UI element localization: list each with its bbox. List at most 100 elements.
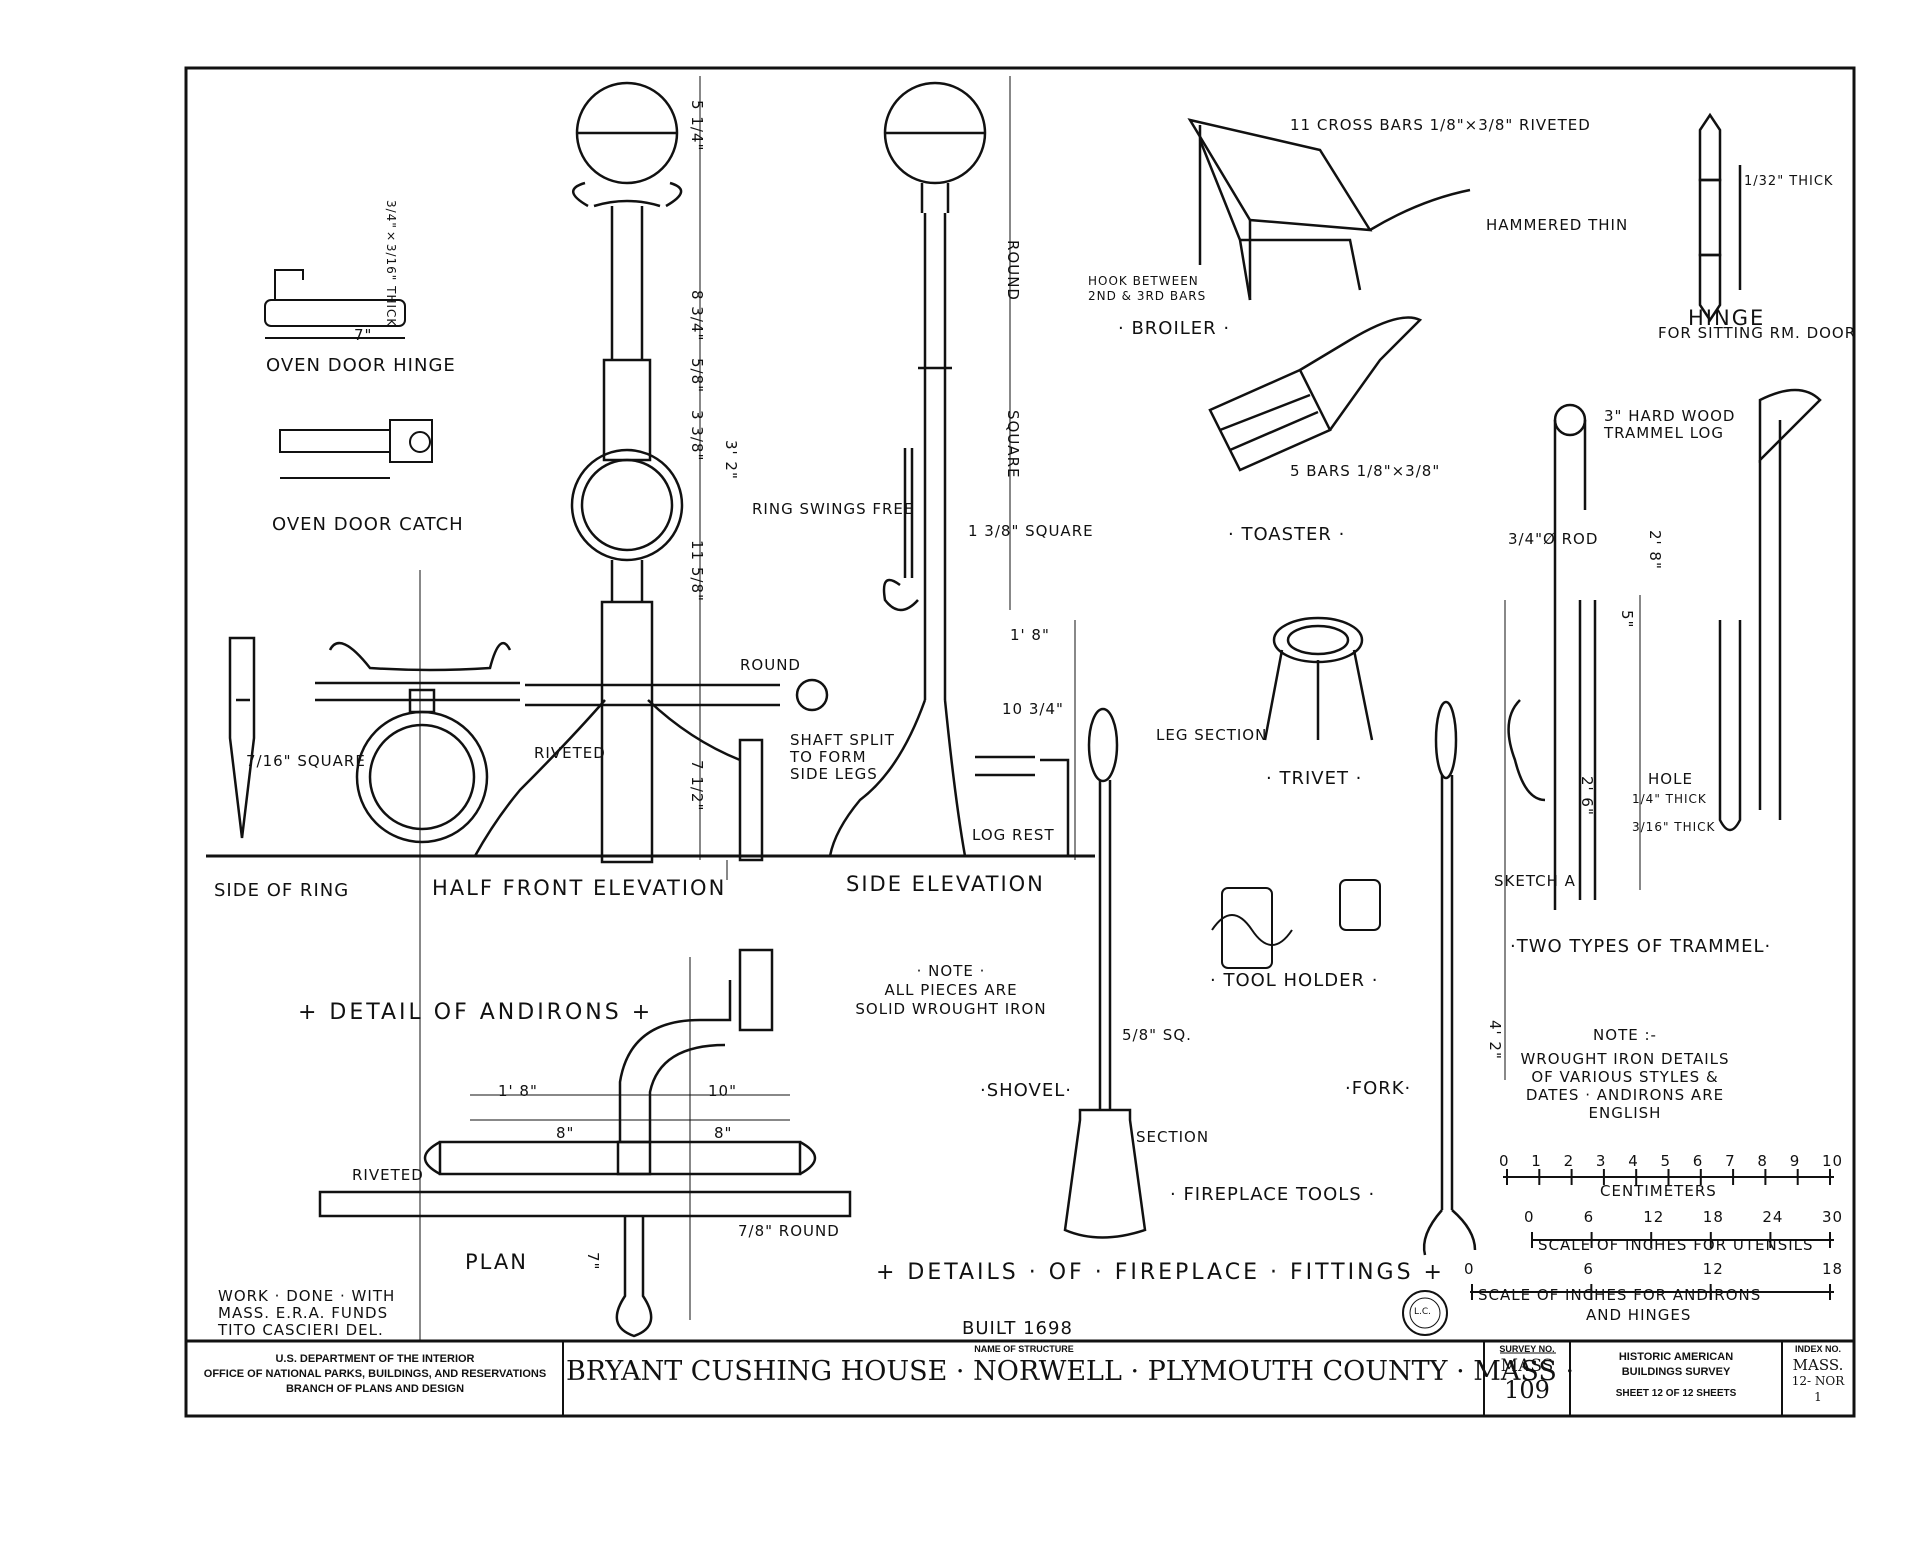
fork-drawing bbox=[1422, 700, 1477, 1256]
index-number: 1 bbox=[1814, 1390, 1822, 1404]
oven-door-hinge-drawing bbox=[264, 269, 406, 339]
note-line: ALL PIECES ARE bbox=[884, 981, 1018, 999]
scale-tick-label: 6 bbox=[1583, 1260, 1594, 1278]
scale-tick-label: 0 bbox=[1524, 1208, 1535, 1226]
annotation-ring-swings-free: RING SWINGS FREE bbox=[752, 500, 915, 518]
label-details-of-fireplace-fittings: + DETAILS · OF · FIREPLACE · FITTINGS + bbox=[876, 1260, 1445, 1285]
tool-holder-drawing bbox=[1211, 879, 1381, 969]
scale-tick-label: 30 bbox=[1822, 1208, 1844, 1226]
annotation-thick-3-16: 3/16" THICK bbox=[1632, 820, 1716, 834]
note-line: SOLID WROUGHT IRON bbox=[855, 1000, 1047, 1018]
dimension-label: 8" bbox=[714, 1124, 733, 1142]
scale-tick-label: 9 bbox=[1789, 1152, 1801, 1170]
sheet-number: SHEET 12 OF 12 SHEETS bbox=[1615, 1388, 1737, 1399]
dimension-label: 2' 6" bbox=[1578, 776, 1596, 816]
dimension-label: 5/8" bbox=[688, 358, 706, 394]
structure-name: BRYANT CUSHING HOUSE · NORWELL · PLYMOUT… bbox=[566, 1356, 1575, 1387]
label-oven-door-hinge: OVEN DOOR HINGE bbox=[266, 355, 456, 376]
dimension-label: 1' 8" bbox=[498, 1082, 538, 1100]
label-two-types-of-trammel: ·TWO TYPES OF TRAMMEL· bbox=[1510, 936, 1772, 957]
note-title: · NOTE · bbox=[916, 962, 986, 980]
annotation-hinge-thick: 1/32" THICK bbox=[1744, 174, 1834, 189]
label-shovel: ·SHOVEL· bbox=[980, 1080, 1072, 1101]
survey-state: MASS bbox=[1500, 1356, 1554, 1376]
andiron-scale-label: SCALE OF INCHES FOR ANDIRONS bbox=[1478, 1286, 1762, 1304]
scale-tick-label: 18 bbox=[1702, 1208, 1724, 1226]
dimension-label: 5" bbox=[1618, 610, 1636, 629]
annotation-sq-5-8: 5/8" SQ. bbox=[1122, 1026, 1192, 1044]
scale-tick-label: 12 bbox=[1702, 1260, 1724, 1278]
note-wrought-iron-details: NOTE :- WROUGHT IRON DETAILS OF VARIOUS … bbox=[1520, 1026, 1730, 1122]
index-county: 12- NOR bbox=[1791, 1374, 1845, 1388]
annotation-hook-between: HOOK BETWEEN 2ND & 3RD BARS bbox=[1088, 274, 1207, 303]
annotation-hole: HOLE bbox=[1648, 770, 1693, 788]
note-line: OF VARIOUS STYLES & bbox=[1531, 1068, 1719, 1086]
dimension-label: 3 3/8" bbox=[688, 410, 706, 462]
credit-line: TITO CASCIERI DEL. bbox=[218, 1321, 384, 1339]
name-of-structure-caption: NAME OF STRUCTURE bbox=[974, 1344, 1074, 1354]
annotation-five-bars: 5 BARS 1/8"×3/8" bbox=[1290, 462, 1441, 480]
annotation-thick-1-4: 1/4" THICK bbox=[1632, 792, 1707, 806]
stamp-text: L.C. bbox=[1414, 1307, 1432, 1317]
survey-number-caption: SURVEY NO. bbox=[1499, 1344, 1555, 1354]
dimension-label: 11 5/8" bbox=[688, 540, 706, 602]
label-hinge-sub: FOR SITTING RM. DOOR bbox=[1658, 324, 1857, 342]
dimension-lines bbox=[419, 76, 1641, 1340]
label-oven-door-catch: OVEN DOOR CATCH bbox=[272, 514, 464, 535]
andiron-scale-label-2: AND HINGES bbox=[1586, 1306, 1692, 1324]
label-sketch-a: SKETCH A bbox=[1494, 872, 1576, 890]
dimension-label: 2' 8" bbox=[1646, 530, 1664, 570]
annotation-round-vertical: ROUND bbox=[1004, 240, 1022, 301]
dimension-label: 7" bbox=[584, 1252, 602, 1271]
ring-detail-drawing bbox=[315, 641, 520, 844]
scale-tick-label: 10 bbox=[1822, 1152, 1844, 1170]
annotation-square-1-3-8: 1 3/8" SQUARE bbox=[968, 522, 1094, 540]
habs-line: BUILDINGS SURVEY bbox=[1621, 1366, 1731, 1378]
annotation-eleven-cross-bars: 11 CROSS BARS 1/8"×3/8" RIVETED bbox=[1290, 116, 1591, 134]
credits: WORK · DONE · WITH MASS. E.R.A. FUNDS TI… bbox=[218, 1288, 395, 1339]
note-line: ENGLISH bbox=[1588, 1104, 1662, 1122]
agency-line: BRANCH OF PLANS AND DESIGN bbox=[285, 1383, 465, 1395]
habs-line: HISTORIC AMERICAN bbox=[1618, 1351, 1734, 1363]
scale-tick-label: 18 bbox=[1822, 1260, 1844, 1278]
annotation-hammered-thin: HAMMERED THIN bbox=[1486, 216, 1629, 234]
agency-block: U.S. DEPARTMENT OF THE INTERIOR OFFICE O… bbox=[190, 1352, 560, 1397]
annotation-shaft-split: SHAFT SPLIT TO FORM SIDE LEGS bbox=[790, 731, 895, 783]
credit-line: MASS. E.R.A. FUNDS bbox=[218, 1304, 389, 1322]
dimension-label: 10 3/4" bbox=[1002, 700, 1064, 718]
label-toaster: · TOASTER · bbox=[1228, 524, 1346, 545]
index-state: MASS. bbox=[1792, 1356, 1844, 1374]
library-of-congress-stamp bbox=[1402, 1290, 1448, 1336]
survey-number: 109 bbox=[1504, 1376, 1550, 1404]
annotation-rod: 3/4"Ø ROD bbox=[1508, 530, 1599, 548]
annotation-riveted: RIVETED bbox=[534, 744, 606, 762]
side-of-ring-drawing bbox=[228, 636, 256, 839]
oven-door-catch-drawing bbox=[279, 419, 433, 479]
annotation-oven-thick: 3/4"×3/16" THICK bbox=[384, 200, 398, 328]
scale-tick-label: 3 bbox=[1595, 1152, 1607, 1170]
scale-tick-label: 2 bbox=[1563, 1152, 1575, 1170]
scale-tick-label: 12 bbox=[1643, 1208, 1665, 1226]
toaster-drawing bbox=[1208, 316, 1423, 472]
scale-tick-label: 6 bbox=[1692, 1152, 1704, 1170]
note-line: WROUGHT IRON DETAILS bbox=[1520, 1050, 1730, 1068]
index-caption: INDEX NO. bbox=[1794, 1344, 1841, 1354]
label-fireplace-tools: · FIREPLACE TOOLS · bbox=[1170, 1184, 1376, 1205]
shovel-drawing bbox=[1063, 707, 1147, 1239]
title-block-lines bbox=[186, 1339, 1854, 1416]
habs-block: HISTORIC AMERICAN BUILDINGS SURVEY SHEET… bbox=[1572, 1350, 1780, 1401]
note-title: NOTE :- bbox=[1593, 1026, 1657, 1044]
note-line: DATES · ANDIRONS ARE bbox=[1525, 1086, 1725, 1104]
annotation-hard-wood-log: 3" HARD WOOD TRAMMEL LOG bbox=[1604, 407, 1736, 442]
label-leg-section: LEG SECTION bbox=[1156, 726, 1268, 744]
andiron-plan-drawing bbox=[318, 948, 852, 1338]
scale-tick-label: 4 bbox=[1628, 1152, 1639, 1170]
dimension-label: 7 1/2" bbox=[688, 760, 706, 812]
dimension-label: 8" bbox=[556, 1124, 575, 1142]
annotation-round: ROUND bbox=[740, 656, 801, 674]
dimension-label: 10" bbox=[708, 1082, 737, 1100]
dimension-label: 3' 2" bbox=[722, 440, 740, 480]
annotation-round-7-8: 7/8" ROUND bbox=[738, 1222, 840, 1240]
annotation-section: SECTION bbox=[1136, 1128, 1210, 1146]
